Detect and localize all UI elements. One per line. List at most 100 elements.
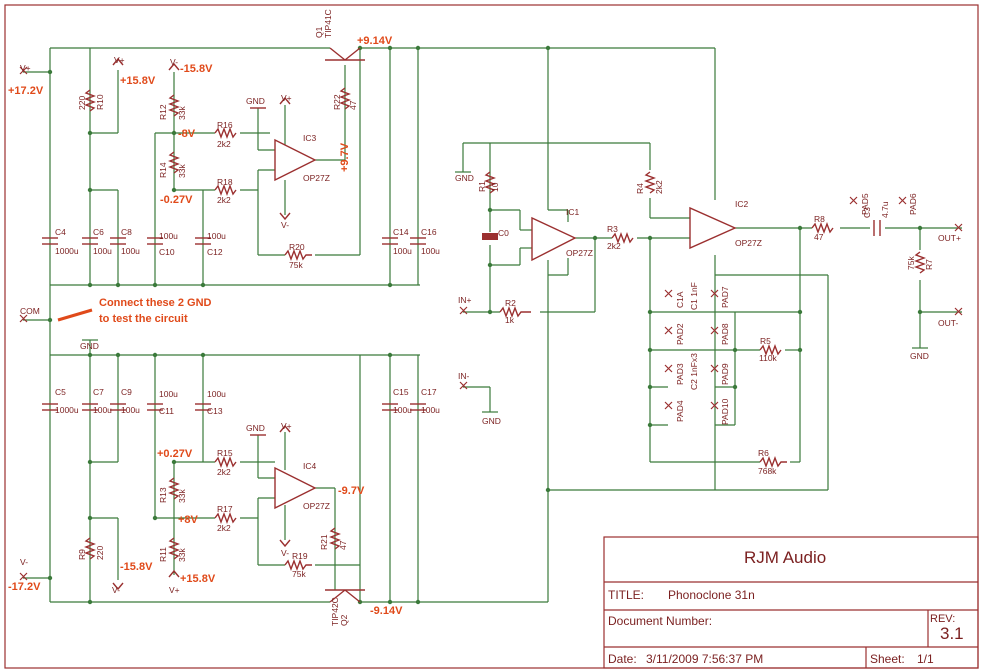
c14-value: 100u: [393, 246, 412, 256]
c9-name: C9: [121, 387, 132, 397]
r14-value: 33k: [177, 164, 187, 178]
net-vminus-3: V-: [281, 548, 289, 558]
r20-name: R20: [289, 242, 305, 252]
v-minus15-8-top: -15.8V: [180, 63, 213, 75]
v-plus8: +8V: [178, 514, 199, 526]
c17-name: C17: [421, 387, 437, 397]
r12-name: R12: [158, 104, 168, 120]
c10-value: 100u: [159, 231, 178, 241]
r3-value: 2k2: [607, 241, 621, 251]
psu-bottom: [23, 352, 548, 605]
net-gnd-6: GND: [910, 351, 929, 361]
v-plus9-7: +9.7V: [339, 142, 351, 172]
c5-name: C5: [55, 387, 66, 397]
r16-name: R16: [217, 120, 233, 130]
ic1-value: OP27Z: [566, 248, 593, 258]
ic4-name: IC4: [303, 461, 317, 471]
net-vminus-5: V-: [112, 585, 120, 595]
net-gnd-1: GND: [80, 341, 99, 351]
v-minus0-27: -0.27V: [160, 194, 193, 206]
r9-value: 220: [95, 546, 105, 560]
c15-name: C15: [393, 387, 409, 397]
title-label: TITLE:: [608, 588, 644, 602]
ic1-name: IC1: [566, 207, 580, 217]
net-outplus: OUT+: [938, 233, 961, 243]
annotation-line1: Connect these 2 GND: [99, 297, 212, 309]
frame-border: [4, 4, 979, 669]
r13-name: R13: [158, 487, 168, 503]
pad10: PAD10: [720, 398, 730, 425]
pad9: PAD9: [720, 363, 730, 385]
c14-name: C14: [393, 227, 409, 237]
v-plus0-27: +0.27V: [157, 448, 193, 460]
r10-value: 220: [77, 96, 87, 110]
net-vplus-1: V+: [20, 63, 31, 73]
labels: +17.2V -17.2V +15.8V -15.8V +9.14V -9.14…: [8, 9, 961, 626]
v-plus9-14: +9.14V: [357, 35, 393, 47]
c4-name: C4: [55, 227, 66, 237]
c16-name: C16: [421, 227, 437, 237]
v-minus15-8-bot: -15.8V: [120, 561, 153, 573]
pad7: PAD7: [720, 286, 730, 308]
c7-name: C7: [93, 387, 104, 397]
title-value: Phonoclone 31n: [668, 588, 755, 602]
net-vminus-4: V-: [20, 557, 28, 567]
r10-name: R10: [95, 94, 105, 110]
sheet-label: Sheet:: [870, 652, 905, 666]
pad3: PAD3: [675, 363, 685, 385]
r6-name: R6: [758, 448, 769, 458]
r8-name: R8: [814, 214, 825, 224]
r21-value: 47: [338, 540, 348, 550]
r16-value: 2k2: [217, 139, 231, 149]
r8-value: 47: [814, 232, 824, 242]
pad6: PAD6: [908, 193, 918, 215]
c9-value: 100u: [121, 405, 140, 415]
c1a-name: C1A: [675, 291, 685, 308]
c13-name: C13: [207, 406, 223, 416]
r14-name: R14: [158, 162, 168, 178]
r3-name: R3: [607, 224, 618, 234]
v-plus15-8-top: +15.8V: [120, 75, 156, 87]
net-vminus-2: V-: [281, 220, 289, 230]
q2-name: Q2: [339, 614, 349, 626]
r11-name: R11: [158, 547, 168, 562]
psu-top: [23, 45, 548, 288]
com-net: [23, 285, 98, 355]
r2-name: R2: [505, 298, 516, 308]
net-vplus-5: V+: [169, 585, 180, 595]
c10-name: C10: [159, 247, 175, 257]
c4-value: 1000u: [55, 246, 79, 256]
r4-name: R4: [635, 183, 645, 194]
q1-name: Q1: [314, 26, 324, 38]
r9-name: R9: [77, 549, 87, 560]
r18-name: R18: [217, 177, 233, 187]
c8-name: C8: [121, 227, 132, 237]
r17-name: R17: [217, 504, 233, 514]
q1-value: TIP41C: [323, 9, 333, 38]
r1-value: 10: [490, 182, 500, 192]
r5-name: R5: [760, 336, 771, 346]
r22-name: R22: [332, 94, 342, 110]
net-outminus: OUT-: [938, 318, 958, 328]
c11-name: C11: [159, 406, 174, 416]
r12-value: 33k: [177, 106, 187, 120]
net-vplus-4: V+: [281, 421, 292, 431]
pad4: PAD4: [675, 400, 685, 422]
sheet-value: 1/1: [917, 652, 934, 666]
net-vplus-3: V+: [281, 93, 292, 103]
ic3-name: IC3: [303, 133, 317, 143]
c5-value: 1000u: [55, 405, 79, 415]
net-inplus: IN+: [458, 295, 472, 305]
ic3-value: OP27Z: [303, 173, 330, 183]
r15-value: 2k2: [217, 467, 231, 477]
r19-value: 75k: [292, 569, 306, 579]
ic2-name: IC2: [735, 199, 749, 209]
pad2: PAD2: [675, 323, 685, 345]
pad8: PAD8: [720, 323, 730, 345]
c3-value: 4.7u: [880, 201, 890, 218]
r17-value: 2k2: [217, 523, 231, 533]
c17-value: 100u: [421, 405, 440, 415]
r22-value: 47: [348, 100, 358, 110]
title-block: RJM Audio TITLE: Phonoclone 31n Document…: [603, 536, 979, 669]
r6-value: 768k: [758, 466, 777, 476]
